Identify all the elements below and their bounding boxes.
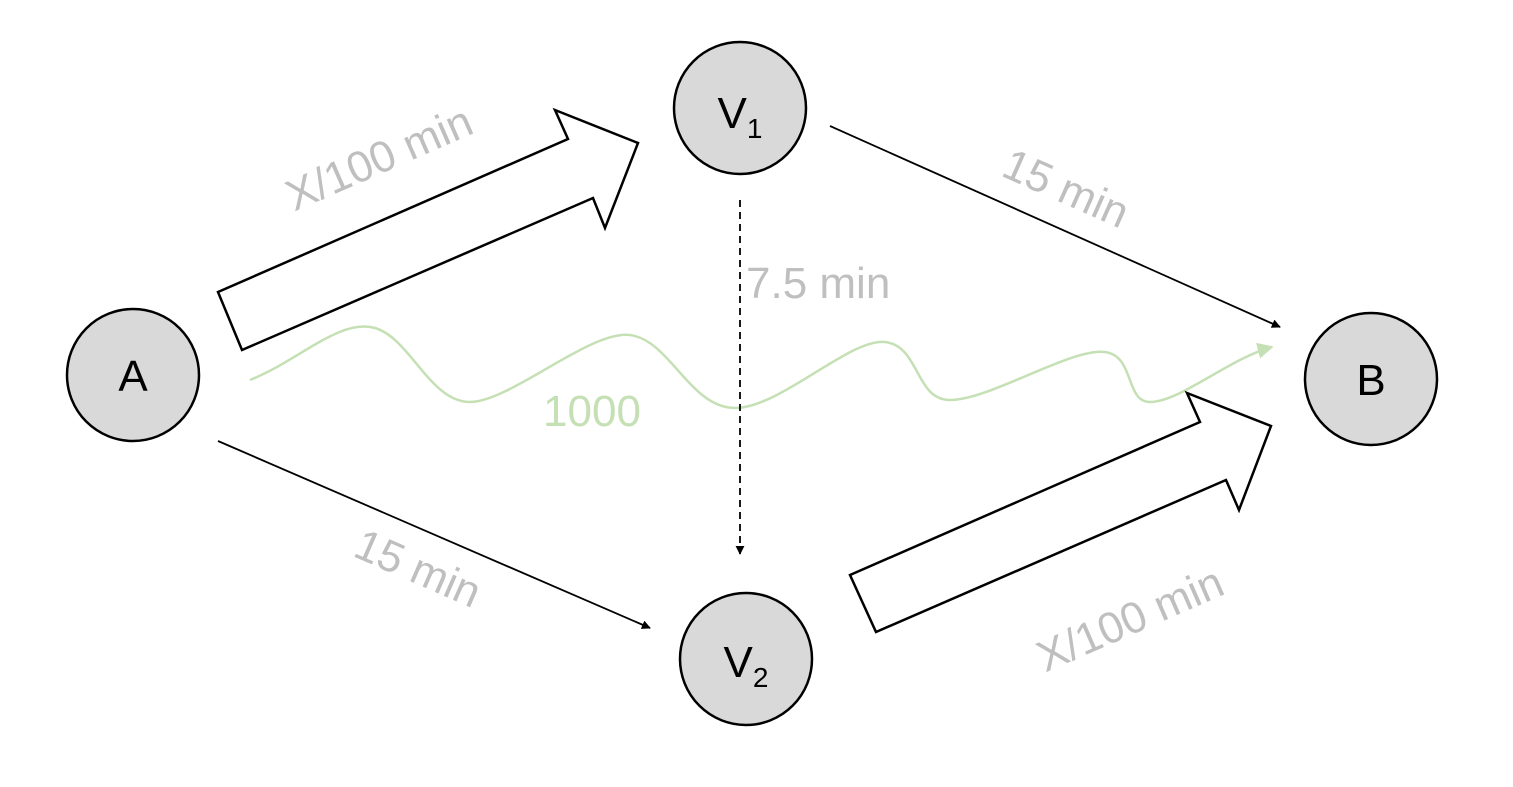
node-v2-label: V: [724, 638, 754, 687]
edge-v2-b-label: X/100 min: [1030, 558, 1231, 682]
node-b: B: [1303, 311, 1439, 447]
edge-a-v2-label: 15 min: [347, 520, 488, 618]
node-v2-subscript: 2: [753, 662, 769, 693]
edge-v1-b-label: 15 min: [996, 140, 1137, 238]
node-v1-subscript: 1: [747, 113, 763, 144]
edge-v1-v2-label: 7.5 min: [746, 259, 890, 308]
node-v1-label: V: [718, 89, 748, 138]
edge-a-v2-arrow: [217, 440, 651, 629]
node-a: A: [65, 307, 201, 443]
edge-v2-b-block-arrow: [848, 390, 1273, 634]
edge-a-v1-block-arrow: [216, 107, 640, 352]
edge-v1-b-arrow: [829, 125, 1281, 328]
flow-label: 1000: [543, 387, 641, 436]
node-v1: V1: [672, 40, 808, 176]
node-v1-text: V1: [718, 89, 763, 144]
node-v2: V2: [678, 591, 814, 727]
node-b-label: B: [1356, 356, 1385, 405]
node-v2-text: V2: [724, 638, 769, 693]
flow-wave: [249, 325, 1274, 410]
node-a-label: A: [118, 352, 148, 401]
